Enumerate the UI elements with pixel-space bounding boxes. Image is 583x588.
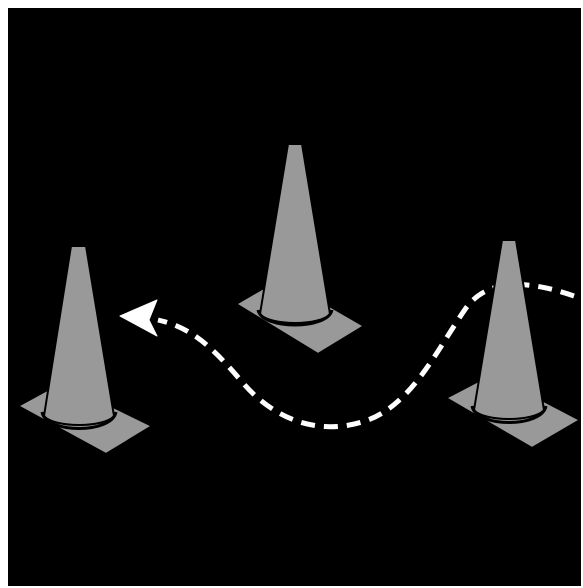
cone-right-body xyxy=(473,239,545,420)
illustration-canvas xyxy=(8,8,581,586)
cones-illustration xyxy=(17,143,581,455)
cone-center xyxy=(235,143,365,355)
cone-center-body xyxy=(259,143,331,324)
arrowhead-icon xyxy=(119,299,158,337)
cone-left-body xyxy=(43,245,115,426)
slalom-path xyxy=(119,282,575,430)
cone-left-rim xyxy=(40,411,118,430)
cone-right xyxy=(445,239,581,449)
cone-left xyxy=(17,245,153,455)
cone-center-rim xyxy=(256,309,334,327)
cone-right-rim xyxy=(470,405,548,424)
